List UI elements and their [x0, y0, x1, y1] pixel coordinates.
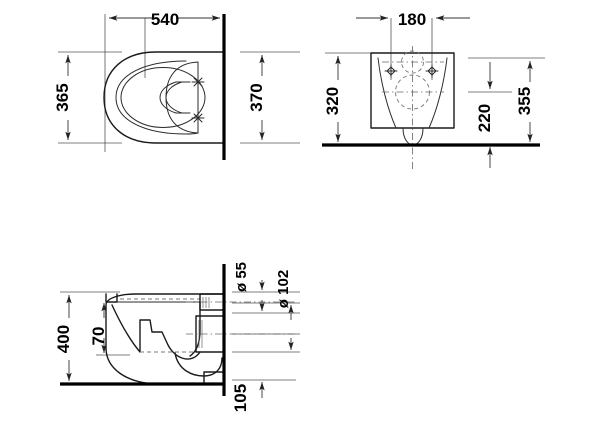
dim-label-70: 70 [89, 327, 108, 346]
top-view-flush-detail-a [159, 81, 177, 114]
top-view-rim-outer [115, 60, 199, 135]
top-view-fixing-mark-lower [191, 111, 205, 125]
dim-label-355: 355 [515, 87, 534, 115]
top-view-rim-right [165, 61, 199, 134]
dim-label-540: 540 [151, 10, 179, 29]
dim-label-180: 180 [398, 10, 426, 29]
top-view-flush-detail-b [165, 81, 183, 114]
rear-view-outlet-bore-circle [395, 74, 430, 110]
section-view-seat-ledge [105, 293, 118, 303]
rear-view-fixing-mark-left [384, 64, 398, 78]
top-view-group: 540 365 370 [53, 10, 300, 160]
dim-label-400: 400 [54, 325, 73, 353]
section-view-inner-bowl [111, 304, 201, 360]
dim-label-105: 105 [231, 384, 250, 412]
dim-label-diameter-55: ø 55 [233, 262, 250, 292]
rear-view-left-taper [377, 57, 397, 129]
rear-view-body-outline [370, 52, 455, 129]
rear-view-inlet-bore-circle [401, 50, 424, 74]
section-view-body-outline [105, 293, 225, 385]
dim-label-diameter-102: ø 102 [275, 270, 292, 308]
dim-label-370: 370 [247, 83, 266, 111]
top-view-bowl-outline [103, 51, 225, 144]
dim-label-320: 320 [323, 87, 342, 115]
top-view-fixing-mark-upper [191, 75, 205, 89]
rear-view-right-taper [428, 57, 448, 129]
rear-view-fixing-mark-right [425, 64, 439, 78]
section-view-group: 400 70 ø 55 ø 102 105 [54, 262, 300, 412]
top-view-bowl-opening [120, 67, 206, 128]
dim-label-220: 220 [475, 104, 494, 132]
dim-label-365: 365 [53, 83, 72, 111]
rear-view-outlet-bulge [402, 127, 424, 146]
section-view-trap-wall [189, 301, 201, 357]
section-view-hatching [198, 297, 210, 348]
rear-view-group: 180 320 220 355 [322, 10, 545, 170]
